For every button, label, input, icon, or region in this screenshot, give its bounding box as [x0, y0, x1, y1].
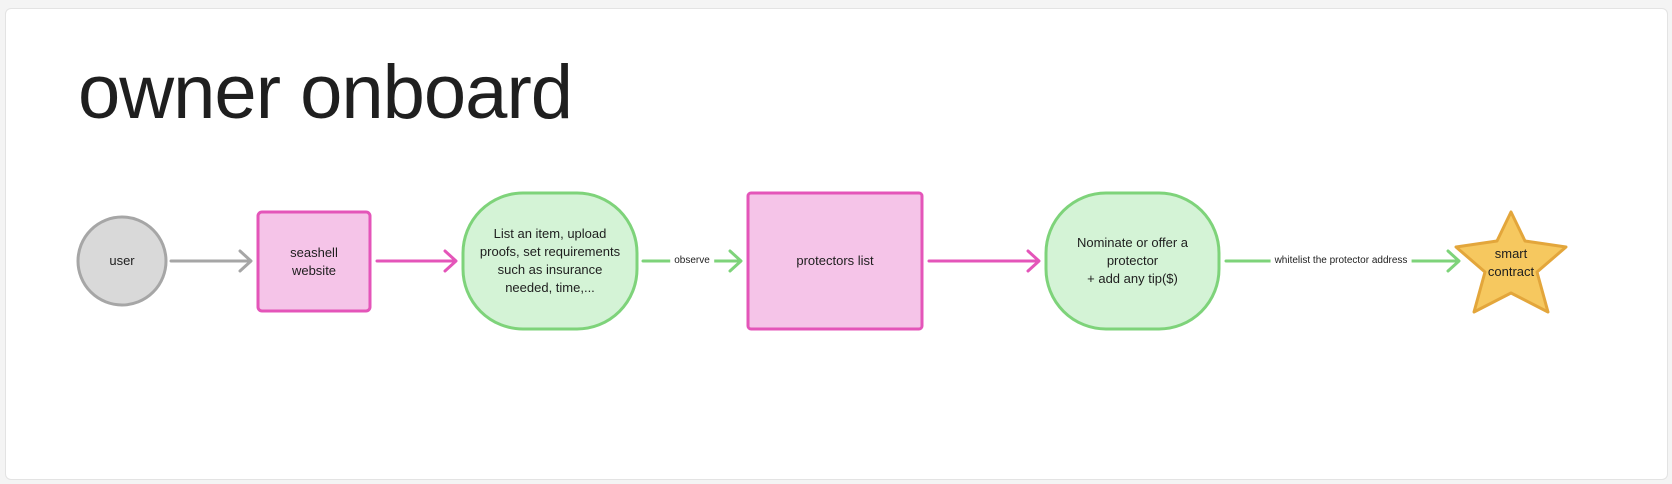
list-item-node[interactable]	[461, 191, 639, 331]
arrow-protectors-list-to-nominate	[927, 249, 1041, 273]
protectors-list-node[interactable]	[746, 191, 924, 331]
user-label: user	[109, 253, 135, 268]
smart-contract-star-node[interactable]	[1454, 210, 1568, 314]
observe-edge-label: observe	[670, 254, 714, 268]
user-node[interactable]	[76, 215, 168, 307]
arrow-user-to-website	[169, 249, 253, 273]
arrow-website-to-list-item	[375, 249, 458, 273]
seashell-website-label: seashell website	[290, 244, 338, 278]
smart-contract-label: smart contract	[1487, 246, 1535, 279]
nominate-label: Nominate or offer a protector + add any …	[1076, 235, 1189, 286]
whitelist-edge-label: whitelist the protector address	[1270, 254, 1412, 268]
seashell-website-node[interactable]	[256, 210, 372, 313]
page-title: owner onboard	[78, 50, 573, 135]
list-item-label: List an item, upload proofs, set require…	[479, 226, 621, 295]
protectors-list-label: protectors list	[796, 253, 874, 268]
nominate-node[interactable]	[1044, 191, 1221, 331]
